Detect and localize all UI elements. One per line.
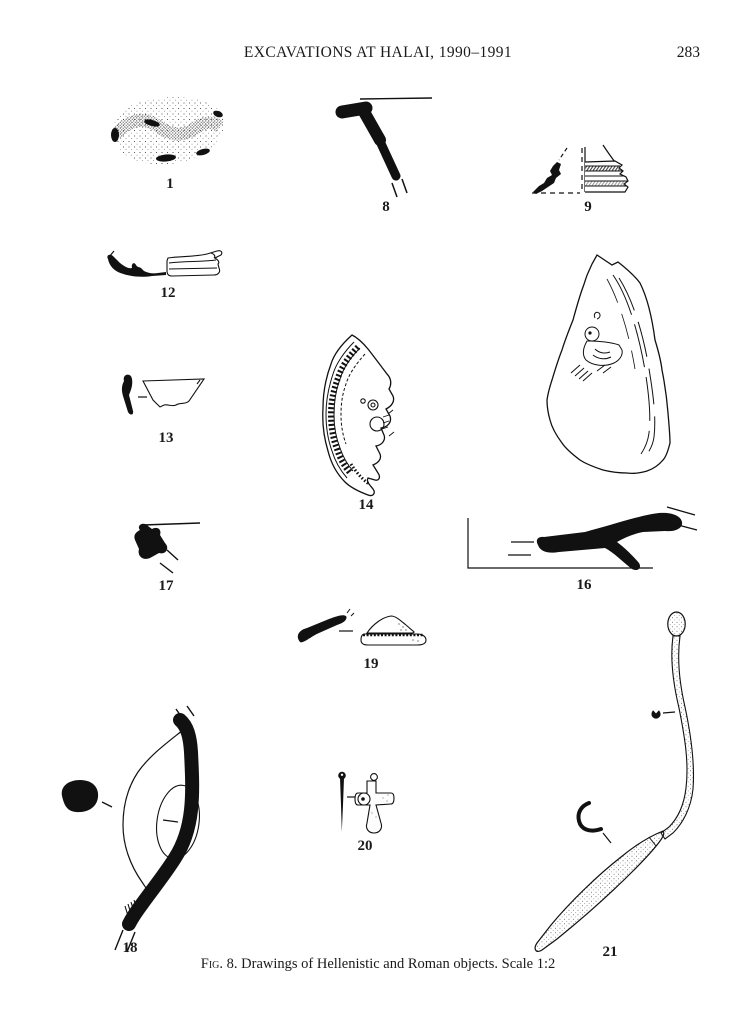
section-black [121, 374, 134, 415]
break-lines [532, 147, 583, 194]
object-21-drawing [523, 603, 713, 958]
tip-ticks [346, 608, 355, 617]
blade-section [576, 801, 612, 844]
continuation-marks [508, 506, 698, 556]
object-21-label: 21 [602, 944, 618, 960]
figure-caption: Fig. 8. Drawings of Hellenistic and Roma… [0, 956, 756, 973]
shaft-section [651, 709, 676, 719]
object-20-drawing [328, 765, 403, 843]
object-17-label: 17 [158, 578, 174, 594]
section-black [297, 615, 347, 643]
object-9-drawing [525, 140, 650, 220]
dark-accents [111, 110, 223, 162]
object-13-label: 13 [158, 430, 174, 446]
section-black [107, 254, 166, 277]
object-16-label: 16 [576, 577, 592, 593]
object-8-drawing [330, 88, 445, 233]
object-14-label: 14 [358, 497, 374, 513]
continuation-ticks [159, 549, 179, 574]
object-17-drawing [118, 512, 213, 582]
section-black [134, 523, 168, 559]
link-dashes [101, 801, 179, 823]
figure-caption-prefix: Fig. 8. [200, 956, 238, 972]
figure-caption-text: Drawings of Hellenistic and Roman object… [237, 956, 556, 972]
stipple-dots [359, 794, 389, 818]
stipple-dots [398, 623, 419, 642]
page-number: 283 [676, 44, 700, 61]
inner-oval [156, 784, 200, 860]
section-black-blob [61, 780, 99, 813]
continuation-ticks [391, 178, 408, 198]
object-18-drawing [50, 700, 215, 958]
object-13-drawing [112, 370, 212, 430]
handle-outline [122, 729, 184, 897]
object-20-label: 20 [357, 838, 373, 854]
edge-hatching [381, 409, 395, 437]
sherd-outline [546, 254, 671, 475]
object-18-label: 18 [122, 940, 138, 956]
groove-lines [606, 274, 656, 458]
frame-lines [467, 518, 653, 569]
stamped-sherd-drawing [535, 245, 685, 485]
rim-line [359, 97, 433, 100]
object-16-drawing [455, 500, 710, 590]
running-head-title: EXCAVATIONS AT HALAI, 1990–1991 [243, 44, 513, 61]
stipple-band [111, 113, 225, 141]
cross-pendant [354, 773, 395, 834]
rim-ornament [325, 341, 366, 479]
hatch-marks [124, 899, 139, 920]
object-12-label: 12 [160, 285, 176, 301]
object-19-drawing [295, 606, 440, 658]
knob-head [667, 611, 686, 637]
pin [338, 771, 346, 832]
object-19-label: 19 [363, 656, 379, 672]
section-black [533, 162, 561, 194]
object-12-drawing [100, 248, 235, 284]
black-profile [335, 101, 401, 181]
section-black [536, 512, 683, 571]
object-8-label: 8 [382, 199, 390, 215]
exterior-view [360, 615, 427, 646]
exterior-view [166, 250, 223, 277]
bird-stamp [570, 311, 623, 382]
lamp-outline [322, 334, 395, 497]
lower-hatch [349, 463, 370, 486]
exterior-view [584, 144, 629, 193]
object-9-label: 9 [584, 199, 592, 215]
shaft [660, 635, 695, 840]
bottom-ticks [114, 929, 136, 953]
object-1-drawing [100, 90, 240, 185]
object-1-label: 1 [166, 176, 174, 192]
cup-outline [142, 378, 206, 408]
rim-line [142, 522, 201, 526]
object-14-drawing [318, 332, 433, 517]
blade-step [648, 836, 657, 847]
handle-black-band [122, 713, 200, 931]
filling-holes [360, 398, 385, 432]
blade [534, 830, 665, 953]
